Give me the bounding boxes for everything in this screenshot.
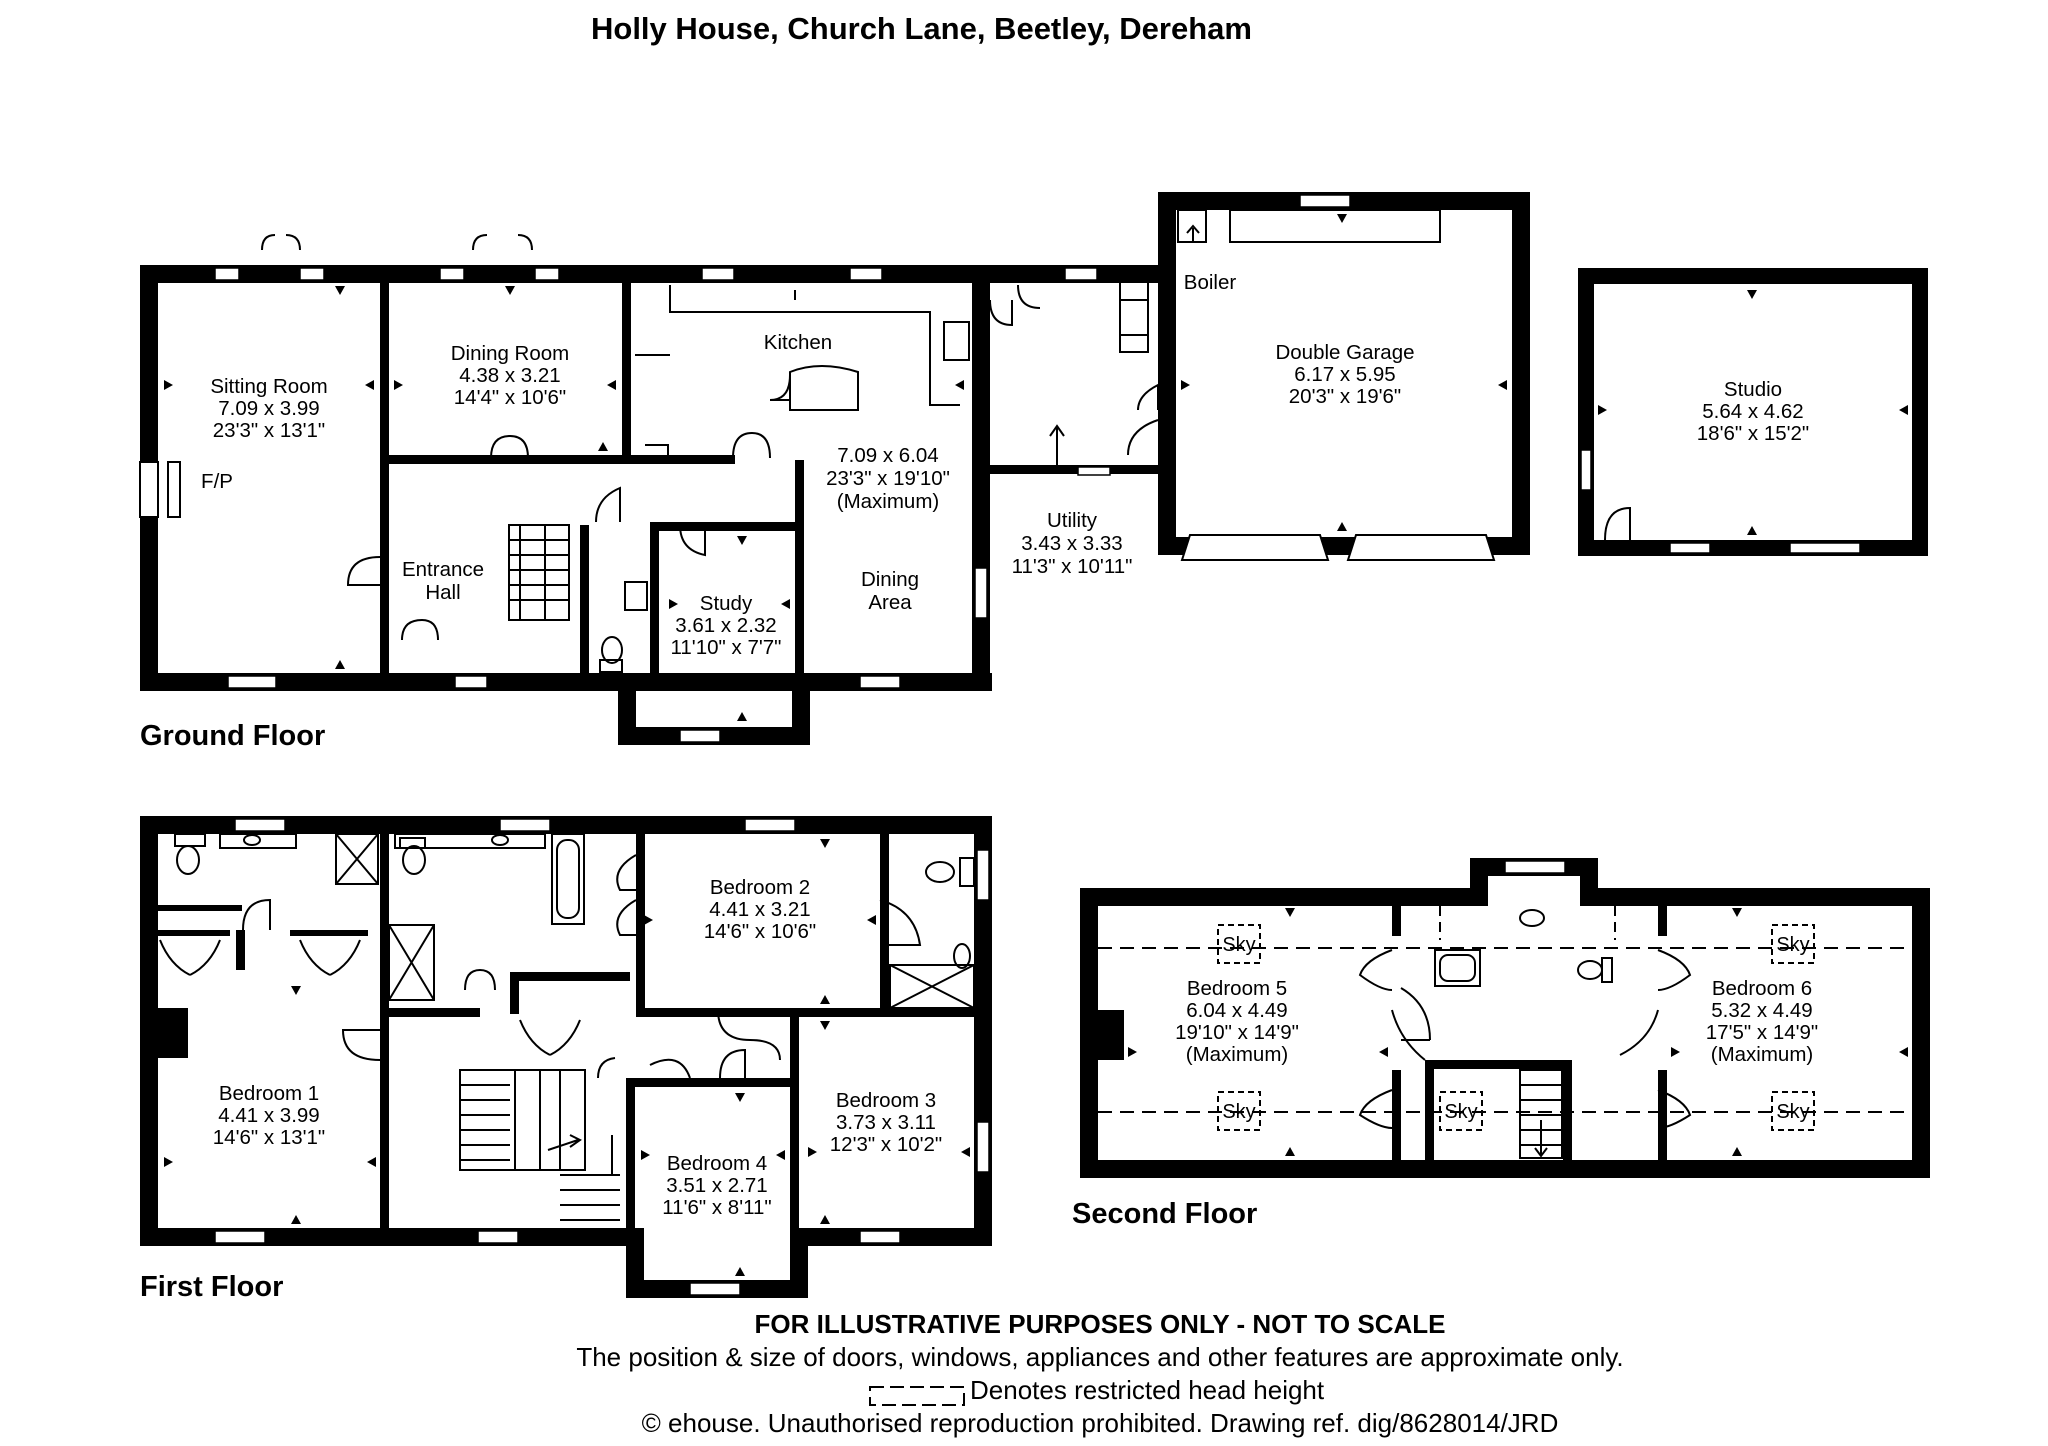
sitting-room-imperial: 23'3" x 13'1"	[213, 419, 325, 442]
bedroom-5-metric: 6.04 x 4.49	[1186, 999, 1287, 1022]
bedroom-4-label: Bedroom 4	[667, 1152, 767, 1175]
garage-metric: 6.17 x 5.95	[1294, 363, 1395, 386]
bedroom-1-label: Bedroom 1	[219, 1082, 319, 1105]
dining-room-metric: 4.38 x 3.21	[459, 364, 560, 387]
ground-floor-plan	[139, 192, 1928, 745]
restricted-height-note: Denotes restricted head height	[970, 1375, 1325, 1405]
bedroom-5-maximum: (Maximum)	[1186, 1043, 1289, 1066]
disclaimer-heading: FOR ILLUSTRATIVE PURPOSES ONLY - NOT TO …	[755, 1309, 1446, 1339]
skylight-label: Sky	[1776, 1101, 1809, 1123]
first-floor-heading: First Floor	[140, 1271, 283, 1303]
dining-area-label-2: Area	[868, 591, 912, 614]
bedroom-1-imperial: 14'6" x 13'1"	[213, 1126, 325, 1149]
dining-area-label: Dining	[861, 568, 919, 591]
study-label: Study	[700, 592, 753, 615]
kitchen-metric: 7.09 x 6.04	[837, 444, 938, 467]
first-floor-plan	[140, 816, 992, 1298]
study-metric: 3.61 x 2.32	[675, 614, 776, 637]
kitchen-imperial: 23'3" x 19'10"	[826, 467, 950, 490]
study-imperial: 11'10" x 7'7"	[671, 636, 782, 659]
bedroom-3-metric: 3.73 x 3.11	[836, 1111, 936, 1134]
copyright-notice: © ehouse. Unauthorised reproduction proh…	[642, 1408, 1559, 1438]
studio-imperial: 18'6" x 15'2"	[1697, 422, 1809, 445]
position-note: The position & size of doors, windows, a…	[576, 1342, 1623, 1372]
utility-label: Utility	[1047, 509, 1098, 532]
plan-title: Holly House, Church Lane, Beetley, Dereh…	[591, 11, 1252, 46]
second-floor-plan	[1080, 858, 1930, 1178]
kitchen-label: Kitchen	[764, 331, 832, 354]
sitting-room-metric: 7.09 x 3.99	[218, 397, 319, 420]
bedroom-2-label: Bedroom 2	[710, 876, 810, 899]
kitchen-maximum: (Maximum)	[837, 490, 940, 513]
second-floor-heading: Second Floor	[1072, 1198, 1257, 1230]
bedroom-6-imperial: 17'5" x 14'9"	[1706, 1021, 1818, 1044]
studio-metric: 5.64 x 4.62	[1702, 400, 1803, 423]
entrance-hall-label-2: Hall	[425, 581, 460, 604]
utility-imperial: 11'3" x 10'11"	[1012, 555, 1133, 578]
bedroom-4-metric: 3.51 x 2.71	[666, 1174, 767, 1197]
dining-room-imperial: 14'4" x 10'6"	[454, 386, 566, 409]
studio-label: Studio	[1724, 378, 1782, 401]
garage-label: Double Garage	[1275, 341, 1414, 364]
bedroom-2-imperial: 14'6" x 10'6"	[704, 920, 816, 943]
skylight-label: Sky	[1222, 934, 1255, 956]
bedroom-5-label: Bedroom 5	[1187, 977, 1287, 1000]
skylight-label: Sky	[1222, 1101, 1255, 1123]
ground-floor-heading: Ground Floor	[140, 720, 325, 752]
bedroom-6-label: Bedroom 6	[1712, 977, 1812, 1000]
dining-room-label: Dining Room	[451, 342, 570, 365]
bedroom-3-imperial: 12'3" x 10'2"	[830, 1133, 942, 1156]
utility-metric: 3.43 x 3.33	[1021, 532, 1122, 555]
bedroom-4-imperial: 11'6" x 8'11"	[662, 1196, 771, 1219]
sitting-room-label: Sitting Room	[210, 375, 327, 398]
bedroom-2-metric: 4.41 x 3.21	[709, 898, 810, 921]
bedroom-6-maximum: (Maximum)	[1711, 1043, 1814, 1066]
restricted-height-key-icon	[869, 1386, 965, 1406]
boiler-label: Boiler	[1184, 271, 1237, 294]
fireplace-label: F/P	[201, 470, 233, 493]
bedroom-1-metric: 4.41 x 3.99	[218, 1104, 319, 1127]
garage-imperial: 20'3" x 19'6"	[1289, 385, 1401, 408]
skylight-label: Sky	[1444, 1101, 1477, 1123]
skylight-label: Sky	[1776, 934, 1809, 956]
entrance-hall-label: Entrance	[402, 558, 484, 581]
bedroom-5-imperial: 19'10" x 14'9"	[1175, 1021, 1299, 1044]
bedroom-3-label: Bedroom 3	[836, 1089, 936, 1112]
bedroom-6-metric: 5.32 x 4.49	[1711, 999, 1812, 1022]
